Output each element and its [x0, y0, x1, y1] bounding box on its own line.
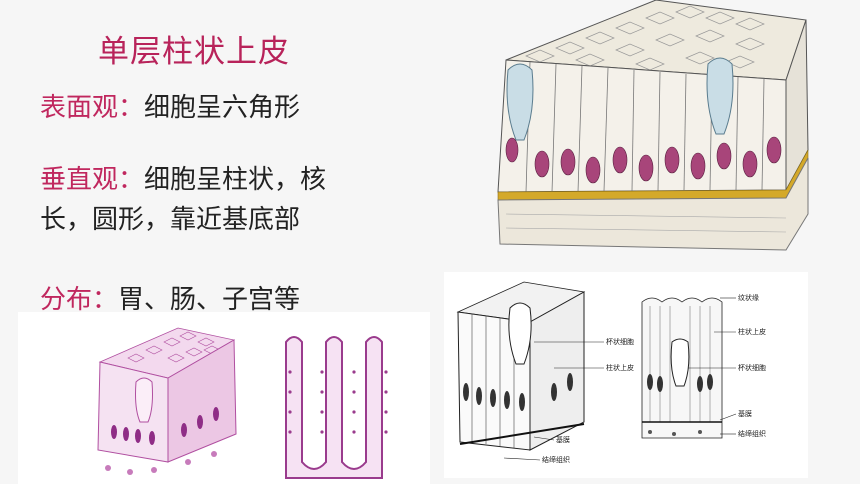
- label-connective-tissue-2: 结缔组织: [738, 429, 766, 438]
- label-columnar-epithelium-2: 柱状上皮: [738, 327, 766, 336]
- surface-view-label: 表面观：: [40, 93, 145, 123]
- stained-histology-images: [18, 312, 430, 484]
- vertical-view-label: 垂直观：: [40, 165, 145, 195]
- line-drawing-diagrams: 杯状细胞 柱状上皮 基膜 结缔组织 纹状缘 柱状上皮: [444, 272, 808, 478]
- label-goblet-cell-2: 杯状细胞: [738, 363, 766, 372]
- columnar-epithelium-3d-illustration: [486, 0, 814, 262]
- label-striated-border: 纹状缘: [738, 293, 759, 302]
- distribution-text: 胃、肠、子宫等: [118, 285, 301, 315]
- vertical-view-line: 垂直观：细胞呈柱状，核 长，圆形，靠近基底部: [40, 160, 420, 240]
- vertical-view-text-2: 长，圆形，靠近基底部: [40, 205, 301, 235]
- label-basement-membrane: 基膜: [556, 435, 570, 444]
- distribution-line: 分布：胃、肠、子宫等: [40, 280, 300, 320]
- surface-view-text: 细胞呈六角形: [144, 93, 301, 123]
- label-columnar-epithelium: 柱状上皮: [606, 363, 634, 372]
- vertical-view-text-1: 细胞呈柱状，核: [144, 165, 327, 195]
- label-basement-membrane-2: 基膜: [738, 409, 752, 418]
- slide-title: 单层柱状上皮: [98, 34, 290, 70]
- surface-view-line: 表面观：细胞呈六角形: [40, 88, 300, 128]
- label-connective-tissue: 结缔组织: [542, 455, 570, 464]
- distribution-label: 分布：: [40, 285, 119, 315]
- label-goblet-cell: 杯状细胞: [606, 337, 634, 346]
